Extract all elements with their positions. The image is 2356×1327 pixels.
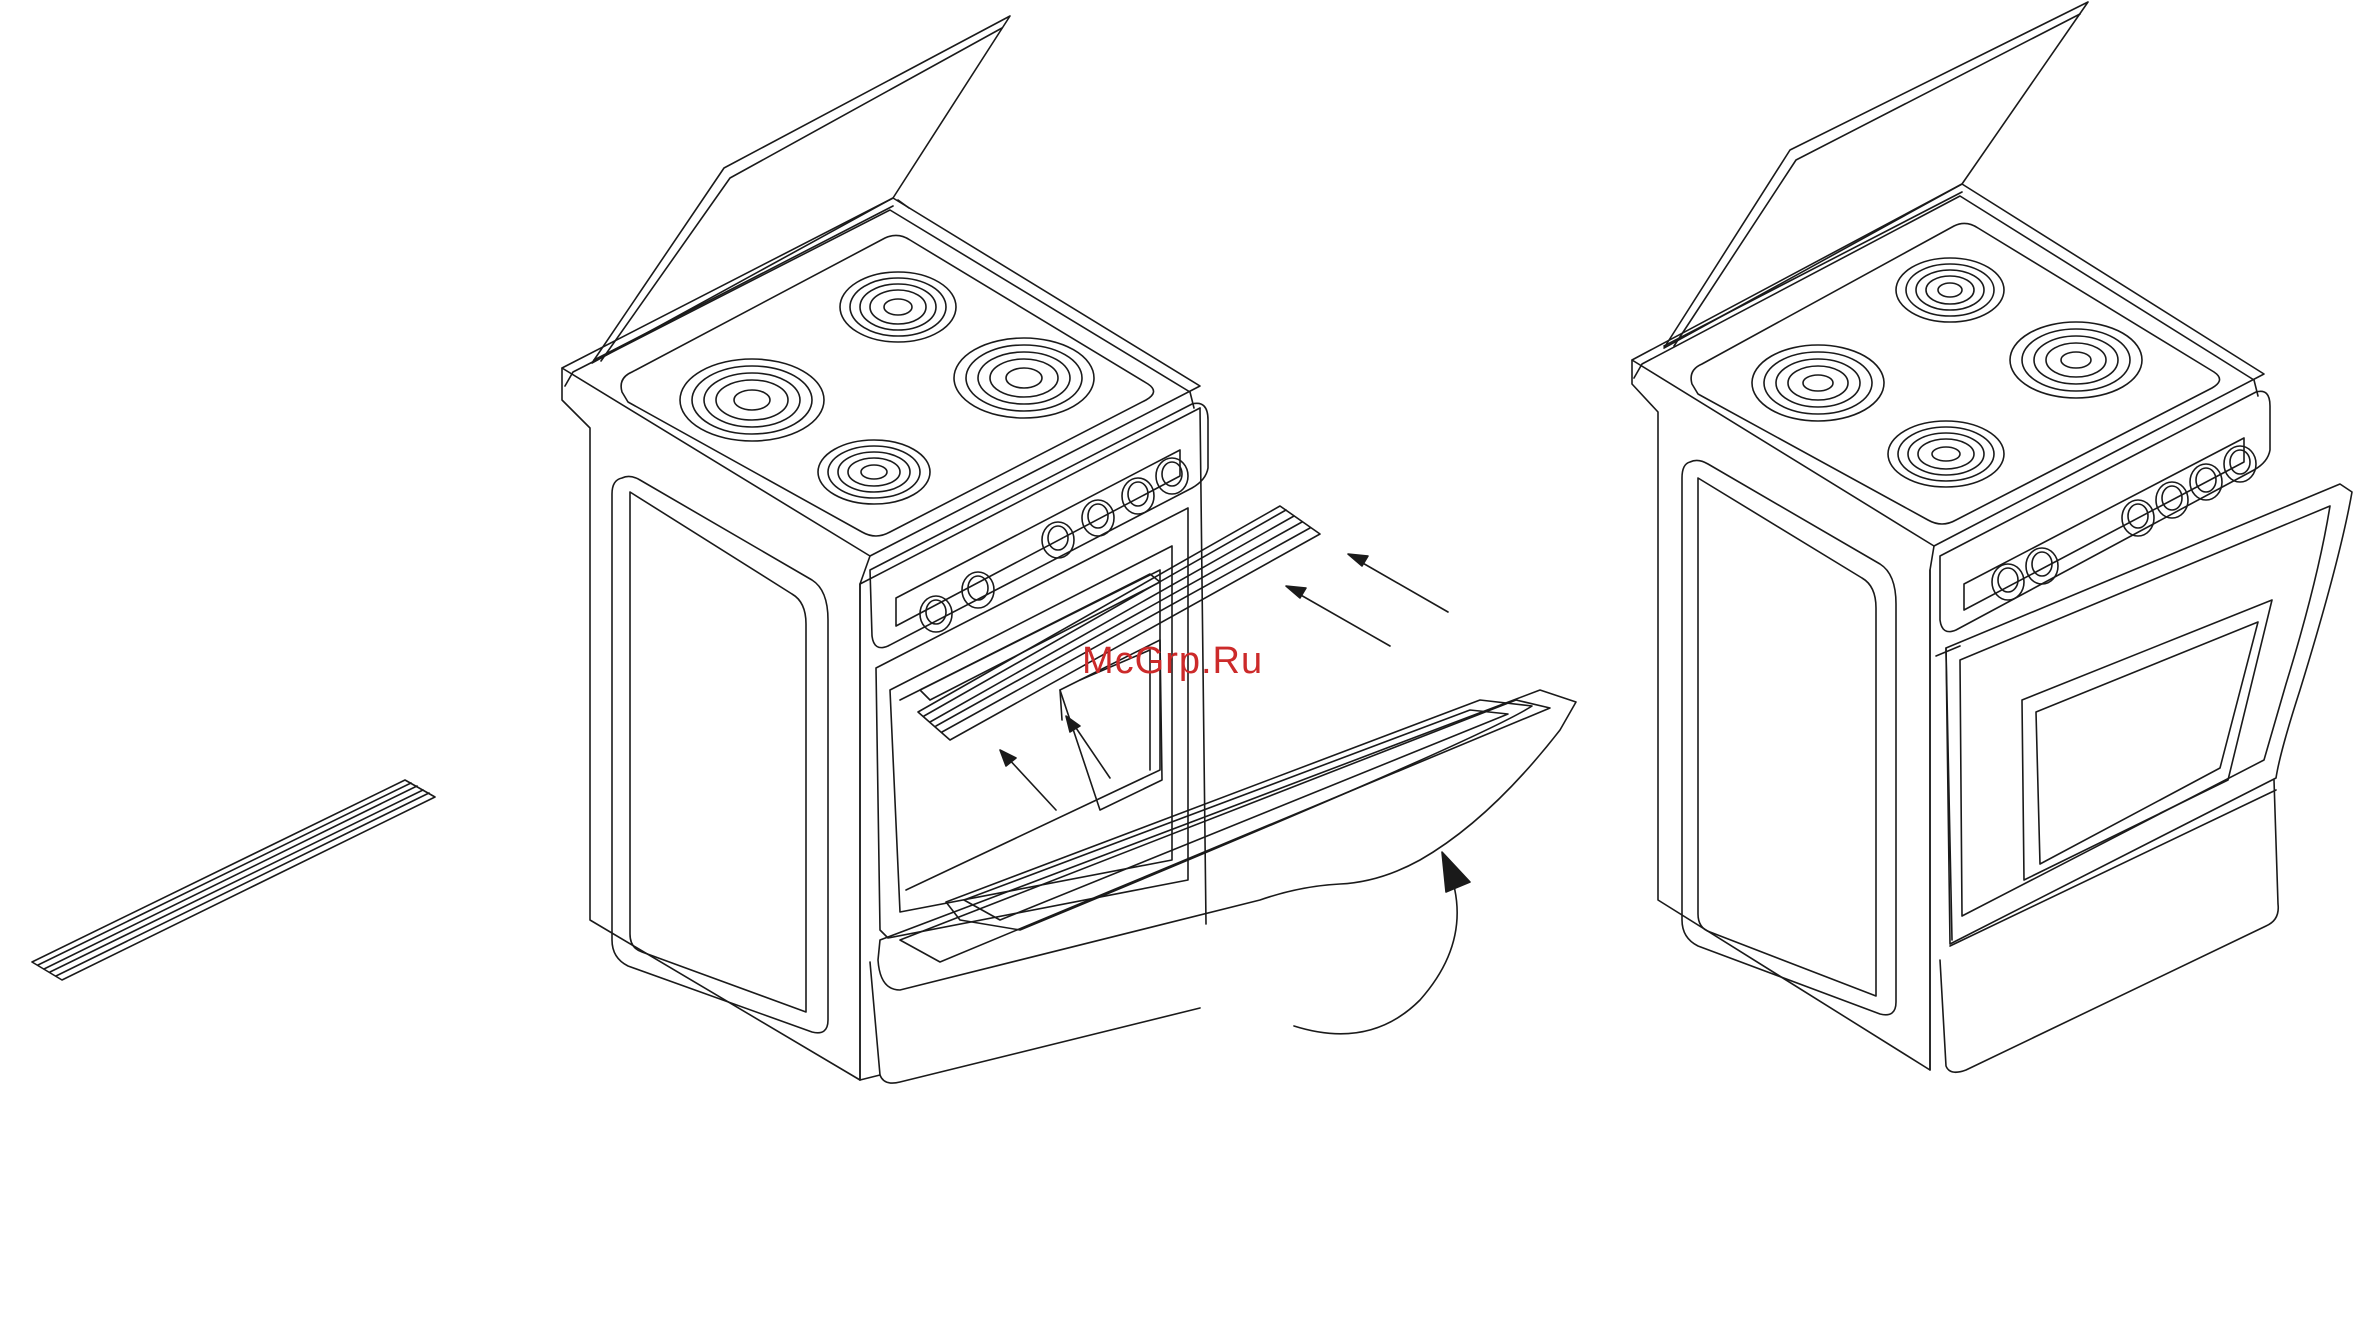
oven-door-closed xyxy=(1946,484,2352,944)
arrow-line-1 xyxy=(1354,558,1448,612)
oven-cavity xyxy=(876,508,1188,938)
burner-front-right xyxy=(818,440,930,504)
trim-strip-inserting xyxy=(918,506,1320,740)
trim-strip xyxy=(32,780,435,980)
watermark-text: McGrp.Ru xyxy=(1082,640,1263,683)
door-close-arrow xyxy=(1294,852,1470,1034)
triangle-arrow-icon xyxy=(1442,852,1470,892)
burner-front-left xyxy=(680,359,824,441)
arrow-line-2 xyxy=(1292,590,1390,646)
hob-top xyxy=(562,198,1200,556)
burner-rear-left xyxy=(1896,258,2004,322)
cooker-open-door xyxy=(562,16,1576,1083)
burner-rear-right xyxy=(2010,322,2142,398)
plinth xyxy=(870,962,1200,1083)
burner-rear-right xyxy=(954,338,1094,418)
burner-front-left xyxy=(1752,345,1884,421)
arrow-line-3 xyxy=(1072,722,1110,778)
arrow-line-4 xyxy=(1006,756,1056,810)
cooker-closed-door xyxy=(1632,2,2352,1072)
glass-lid xyxy=(1664,2,2088,348)
control-knobs xyxy=(1992,446,2256,600)
burner-front-right xyxy=(1888,421,2004,487)
burner-rear-left xyxy=(840,272,956,342)
glass-lid xyxy=(592,16,1010,363)
side-panel xyxy=(562,368,870,1080)
